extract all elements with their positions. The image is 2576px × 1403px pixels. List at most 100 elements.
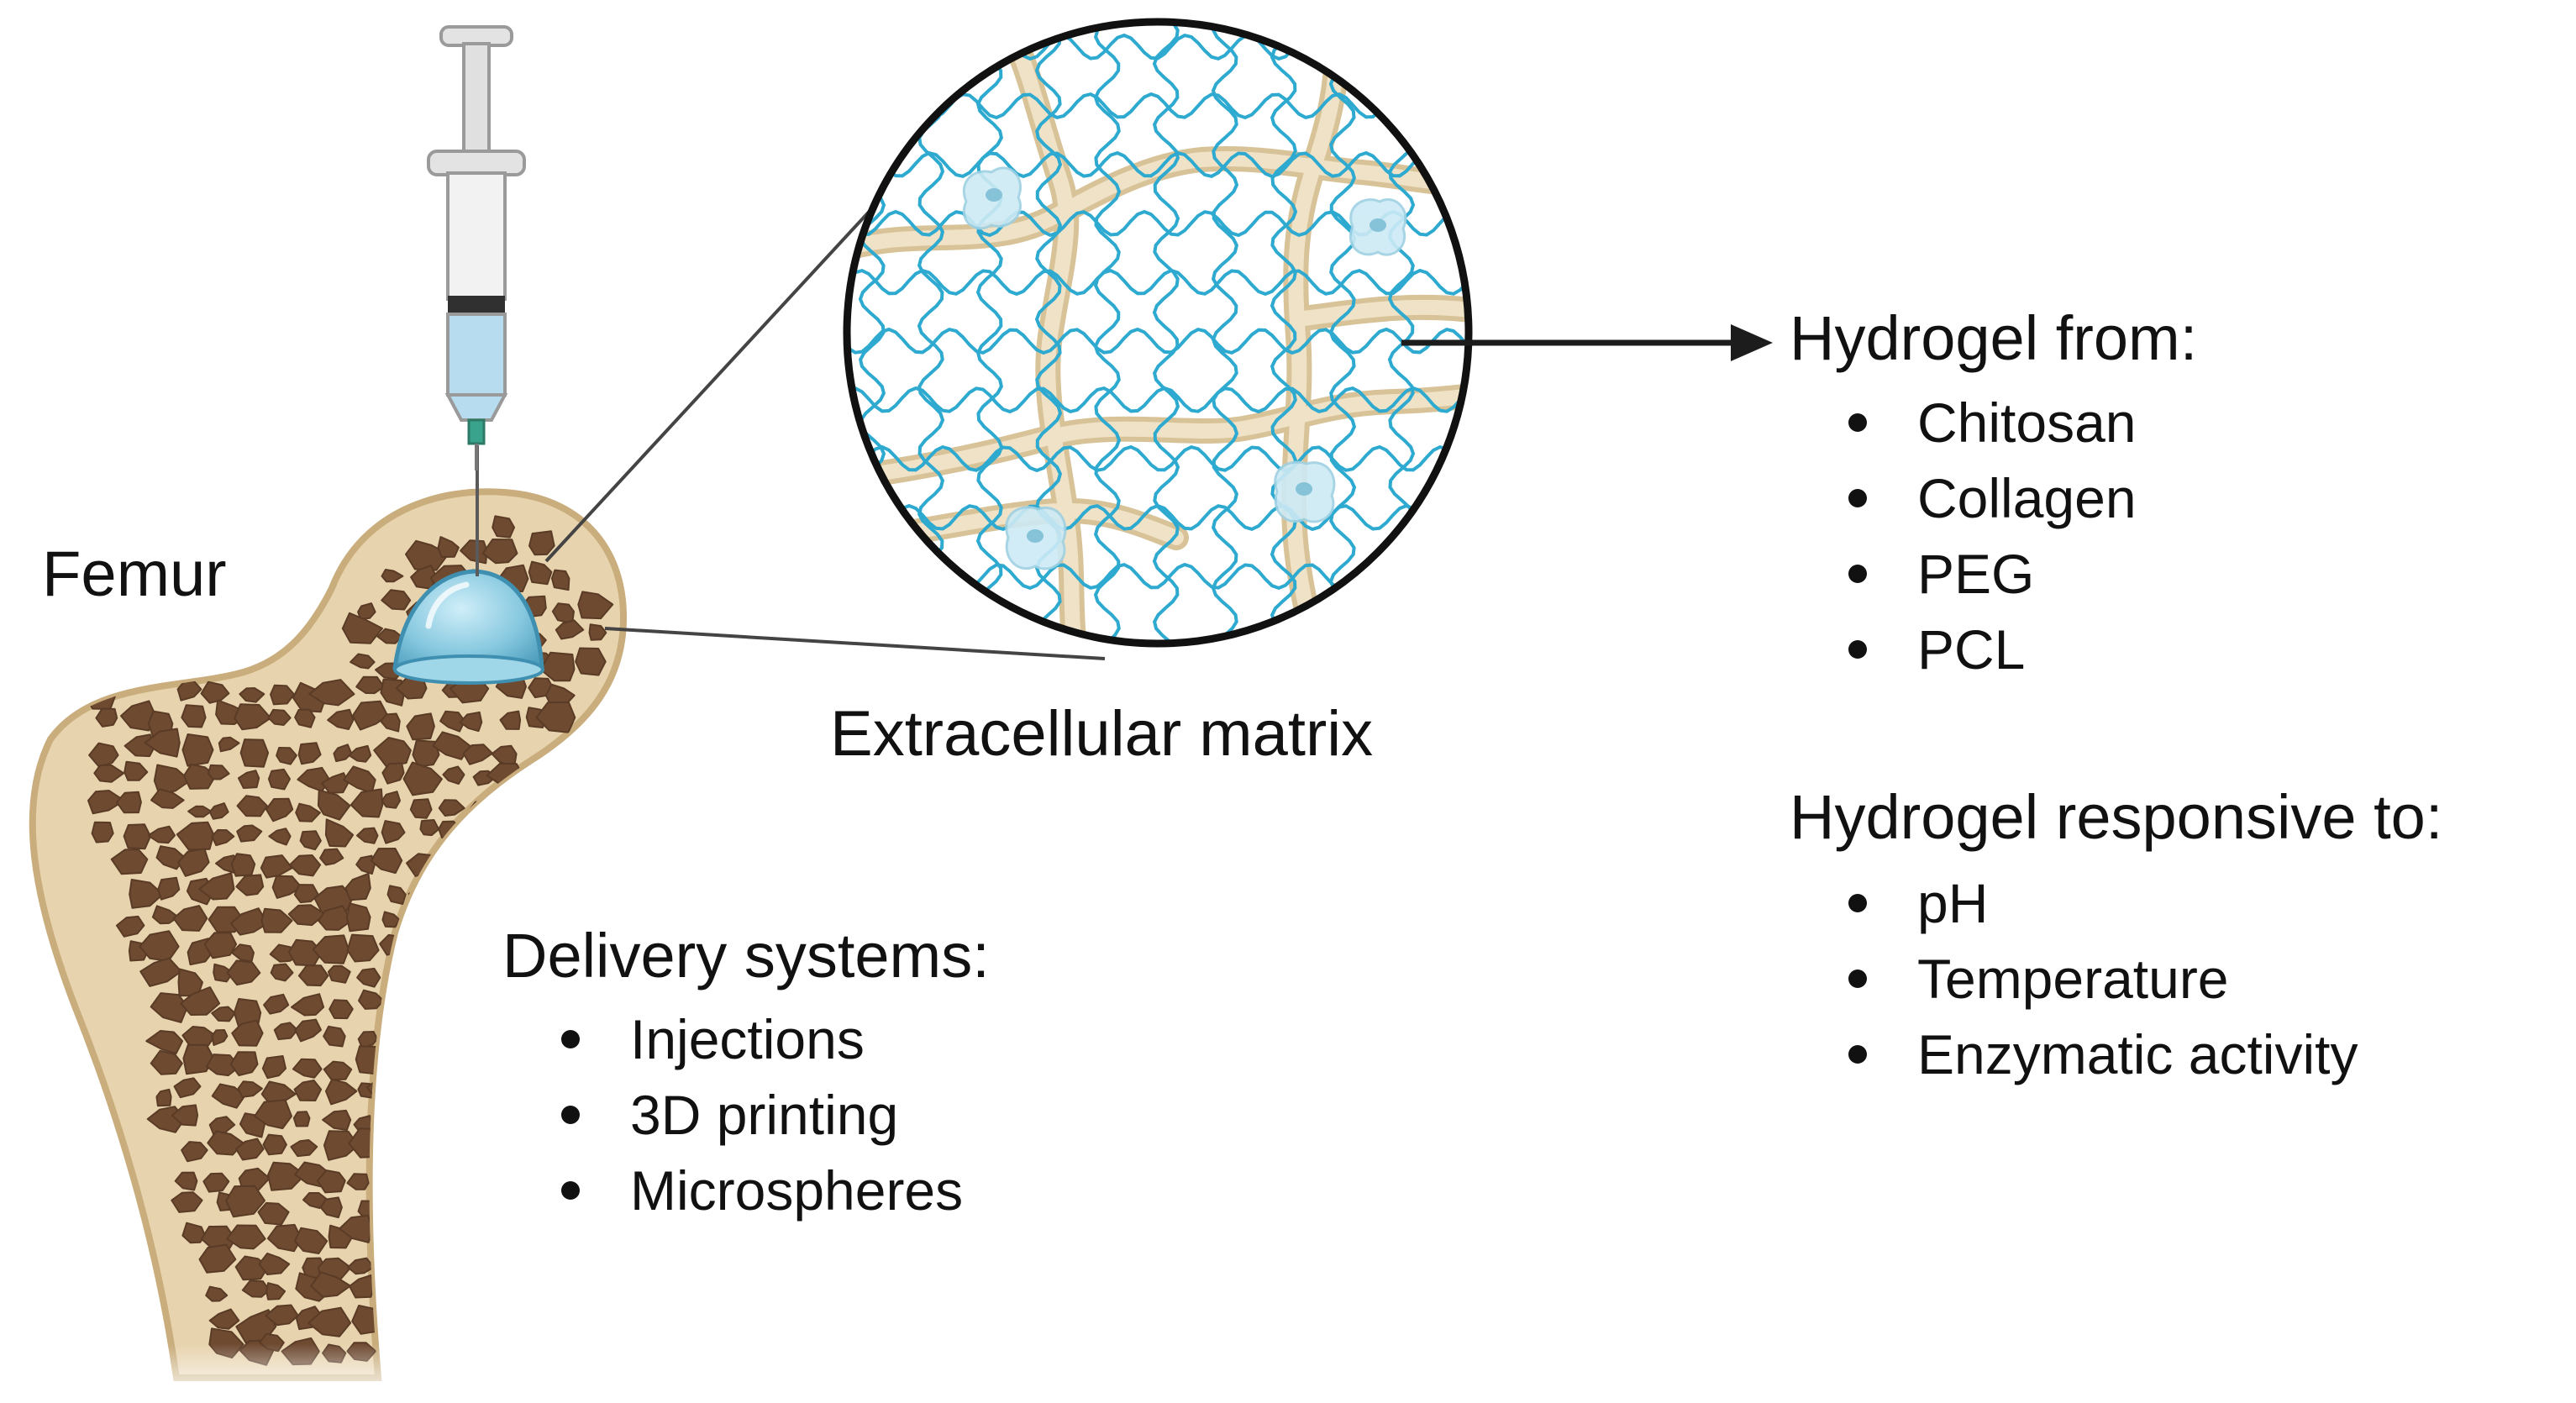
hydrogel-fiber (1328, 22, 1357, 644)
marrow-pore (177, 848, 210, 877)
extracellular-matrix-zoom (843, 18, 1473, 648)
marrow-pore (153, 764, 192, 795)
hydrogel-from-list: Chitosan Collagen PEG PCL (1840, 385, 2137, 687)
marrow-pore (144, 728, 181, 758)
marrow-pore (321, 772, 350, 794)
marrow-pore (157, 876, 181, 901)
marrow-pore (327, 964, 351, 984)
syringe-illustration (427, 25, 526, 470)
marrow-pore (308, 679, 355, 707)
marrow-pore (270, 963, 294, 982)
marrow-pore (211, 1029, 229, 1046)
marrow-pore (211, 1083, 246, 1109)
ecm-label: Extracellular matrix (830, 698, 1374, 770)
marrow-pore (211, 829, 235, 847)
marrow-pore (528, 560, 553, 586)
marrow-pore (358, 989, 385, 1010)
list-item: Chitosan (1840, 385, 2137, 460)
marrow-pore (381, 589, 412, 611)
marrow-pore (519, 767, 538, 785)
marrow-pore (357, 602, 376, 620)
marrow-pore (198, 872, 235, 901)
marrow-pore (229, 1051, 259, 1076)
marrow-pore (348, 744, 372, 763)
marrow-pore (550, 569, 570, 591)
hydrogel-fiber (847, 386, 1469, 414)
list-item: pH (1840, 865, 2358, 941)
marrow-pore (180, 986, 221, 1016)
marrow-pore (356, 827, 379, 844)
marrow-pore (350, 788, 384, 818)
marrow-pore (460, 539, 488, 565)
marrow-pore (230, 943, 255, 963)
marrow-pore (468, 822, 500, 852)
marrow-pore (150, 788, 185, 809)
list-item: PCL (1840, 612, 2137, 687)
list-item: Collagen (1840, 460, 2137, 536)
hydrogel-fiber (1270, 22, 1298, 644)
marrow-pore (495, 789, 520, 812)
marrow-pore (322, 1109, 352, 1132)
marrow-pore (499, 710, 522, 730)
list-item: Temperature (1840, 941, 2358, 1017)
marrow-pore (200, 680, 230, 704)
hydrogel-fiber (847, 503, 1469, 532)
marrow-pore (87, 790, 125, 815)
marrow-pore (406, 937, 434, 957)
marrow-pore (276, 747, 297, 765)
hydrogel-responsive-list: pH Temperature Enzymatic activity (1840, 865, 2358, 1092)
marrow-pore (575, 647, 607, 676)
marrow-pore (402, 761, 443, 796)
marrow-pore (263, 993, 290, 1015)
hydrogel-fiber (975, 22, 1004, 644)
marrow-pore (203, 932, 238, 959)
marrow-pore (462, 744, 493, 765)
marrow-pore (380, 712, 401, 733)
femur-label: Femur (42, 539, 227, 610)
marrow-pore (213, 963, 234, 983)
marrow-pore (291, 993, 325, 1017)
marrow-pore (373, 737, 412, 768)
marrow-pore (297, 742, 322, 765)
marrow-pore (413, 1022, 449, 1048)
marrow-pore (236, 824, 263, 843)
marrow-pore (295, 802, 321, 822)
marrow-pore (268, 828, 292, 846)
marrow-pore (312, 934, 350, 964)
marrow-pore (187, 805, 213, 818)
marrow-pore (95, 707, 118, 728)
list-item: 3D printing (553, 1077, 963, 1153)
hydrogel-fiber (847, 444, 1469, 473)
marrow-pore (535, 701, 576, 733)
marrow-pore (261, 1055, 287, 1080)
marrow-pore (172, 905, 208, 932)
marrow-pore (239, 738, 270, 768)
marrow-pore (356, 967, 381, 988)
marrow-pore (235, 874, 265, 896)
marrow-pore (442, 765, 465, 785)
marrow-pore (486, 824, 518, 852)
marrow-pore (206, 1054, 241, 1077)
marrow-pore (419, 819, 440, 837)
marrow-pore (171, 1104, 199, 1127)
hydrogel-fiber (847, 150, 1469, 179)
marrow-pore (492, 515, 515, 539)
marrow-pore (150, 1049, 183, 1075)
marrow-pore (370, 848, 403, 875)
marrow-pore (437, 536, 460, 558)
marrow-pore (381, 1001, 402, 1022)
marrow-pore (124, 760, 149, 781)
marrow-pore (577, 591, 614, 620)
marrow-pore (273, 1022, 298, 1041)
marrow-pore (288, 854, 322, 877)
marrow-pore (173, 1077, 202, 1099)
hydrogel-fiber (847, 268, 1469, 297)
marrow-pore (260, 907, 293, 933)
marrow-pore (381, 762, 405, 785)
hydrogel-fiber (1152, 22, 1180, 644)
marrow-pore (381, 820, 406, 844)
marrow-pore (271, 875, 302, 899)
marrow-pore (481, 539, 518, 565)
list-item: Microspheres (553, 1153, 963, 1228)
